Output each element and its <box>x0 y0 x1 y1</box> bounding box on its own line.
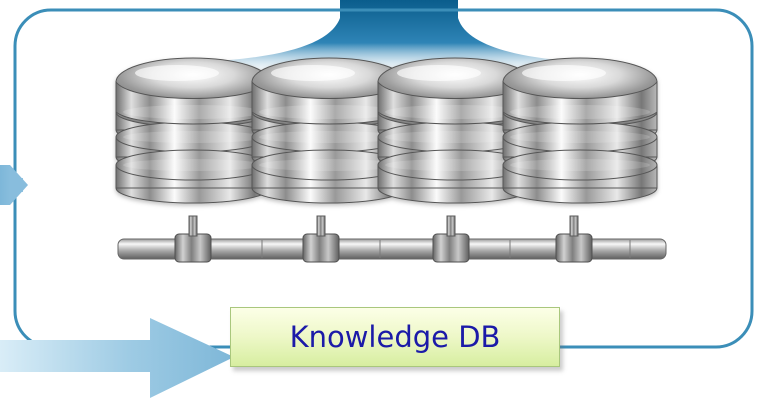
top-funnel-arrow <box>150 0 620 78</box>
bottom-input-arrow <box>0 318 234 398</box>
left-pointer-arrowhead <box>10 165 28 205</box>
database-cluster-icon <box>115 57 658 204</box>
knowledge-db-label: Knowledge DB <box>230 307 560 367</box>
network-bus-pipe-icon <box>117 215 667 263</box>
knowledge-db-label-text: Knowledge DB <box>289 319 501 354</box>
